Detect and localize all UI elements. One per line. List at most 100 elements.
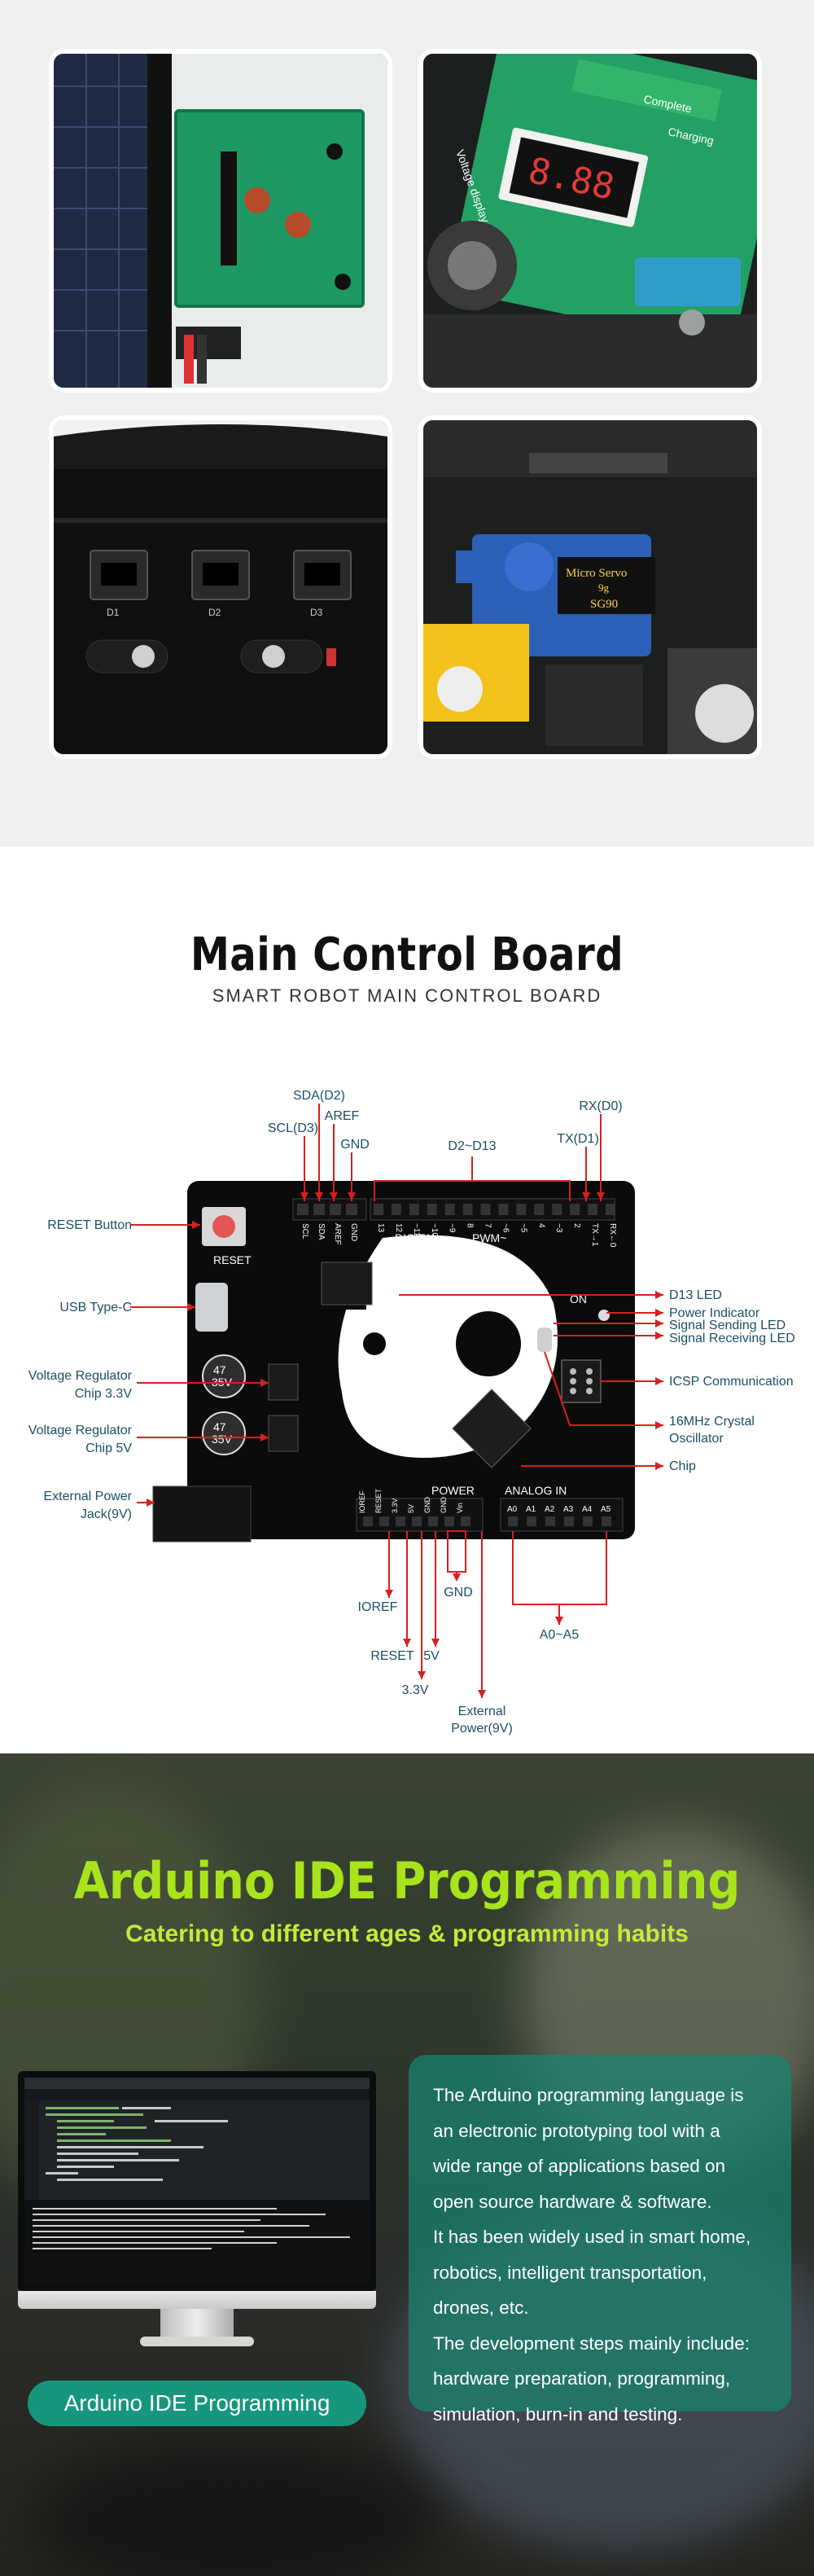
silk-pin-label: ~6: [501, 1223, 510, 1233]
silk-pin-label: SDA: [317, 1223, 326, 1240]
label-reset-button: RESET Button: [47, 1218, 132, 1232]
photo-label: D1: [107, 607, 120, 618]
label-aref: AREF: [325, 1109, 360, 1123]
label-vreg5-1: Voltage Regulator: [28, 1424, 133, 1437]
usb-port-graphic: [195, 1283, 228, 1332]
header-pin: [374, 1204, 383, 1215]
label-crystal-1: 16MHz Crystal: [669, 1415, 755, 1428]
svg-text:35V: 35V: [212, 1433, 233, 1446]
header-pin: [461, 1516, 470, 1526]
header-pin: [516, 1204, 527, 1215]
header-pin: [508, 1516, 518, 1526]
silk-pin-label: RESET: [374, 1488, 383, 1513]
ide-description-line: The Arduino programming language is: [433, 2085, 744, 2105]
label-signal-sending: Signal Sending LED: [669, 1319, 786, 1332]
label-ioref: IOREF: [358, 1600, 398, 1614]
photo-label: D2: [208, 607, 221, 618]
svg-text:-: -: [453, 1231, 457, 1244]
label-vreg33-2: Chip 3.3V: [75, 1387, 133, 1401]
header-pin: [545, 1516, 555, 1526]
background-blur: [33, 2438, 440, 2576]
silk-pin-label: A1: [526, 1505, 536, 1514]
header-pin: [606, 1204, 615, 1215]
label-sda: SDA(D2): [293, 1089, 345, 1103]
header-pin: [444, 1204, 455, 1215]
label-ext-power-bottom-2: Power(9V): [451, 1722, 513, 1736]
label-tx: TX(D1): [557, 1132, 599, 1146]
ide-description-line: drones, etc.: [433, 2297, 529, 2318]
header-pin: [534, 1204, 545, 1215]
svg-text:47: 47: [213, 1363, 226, 1376]
product-photo-grid: 8.88 Charging Complete Voltage display: [0, 0, 814, 847]
ide-screenshot: [18, 2071, 376, 2291]
photo-label: Micro Servo: [566, 567, 627, 580]
ide-description-line: open source hardware & software.: [433, 2191, 712, 2212]
label-ext-power-bottom-1: External: [458, 1705, 506, 1718]
silk-pin-label: AREF: [333, 1223, 342, 1245]
silk-pin-label: 7: [484, 1223, 492, 1228]
header-pin: [480, 1204, 491, 1215]
monitor-stand: [160, 2309, 234, 2338]
label-power-indicator: Power Indicator: [669, 1306, 760, 1320]
label-vreg33-1: Voltage Regulator: [28, 1369, 133, 1383]
silk-pwm: PWM~: [472, 1231, 506, 1244]
header-pin: [391, 1204, 401, 1215]
silk-pin-label: A0: [507, 1505, 518, 1514]
monitor-base: [140, 2337, 254, 2346]
ide-description-line: simulation, burn-in and testing.: [433, 2403, 683, 2425]
header-pin: [583, 1516, 593, 1526]
silk-analog-in: ANALOG IN: [505, 1484, 567, 1497]
silk-pin-label: 8: [466, 1223, 475, 1228]
ide-description-card: The Arduino programming language is an e…: [409, 2055, 791, 2425]
label-usb: USB Type-C: [59, 1301, 132, 1314]
header-pin: [409, 1204, 419, 1215]
reset-button-graphic: [212, 1215, 235, 1238]
ide-pill-label: Arduino IDE Programming: [28, 2381, 366, 2426]
label-5v: 5V: [423, 1649, 440, 1663]
label-signal-receiving: Signal Receiving LED: [669, 1332, 795, 1345]
photo-label: 9g: [598, 581, 610, 594]
silk-pin-label: TX→1: [590, 1223, 599, 1247]
solar-sensor-photo: [49, 49, 392, 393]
header-pin: [602, 1516, 611, 1526]
silk-pin-label: A4: [582, 1505, 593, 1514]
silk-pin-label: ~10: [430, 1223, 439, 1237]
svg-text:47: 47: [213, 1420, 226, 1433]
silk-pin-label: ~11: [412, 1223, 421, 1237]
silk-power: POWER: [431, 1484, 475, 1497]
label-gnd-top: GND: [340, 1138, 370, 1152]
label-a0-a5: A0~A5: [540, 1628, 580, 1642]
silk-pin-label: 2: [572, 1223, 581, 1228]
header-pin: [444, 1516, 454, 1526]
silk-pin-label: 3.3V: [391, 1498, 399, 1513]
silk-pin-label: A5: [601, 1505, 611, 1514]
ide-description-line: wide range of applications based on: [433, 2156, 726, 2176]
dc-jack-graphic: [152, 1485, 252, 1543]
line-sensor-photo: D1 D2 D3: [49, 415, 392, 759]
silk-pin-label: 12: [394, 1223, 403, 1233]
label-d13-led: D13 LED: [669, 1288, 722, 1302]
ide-description-line: It has been widely used in smart home,: [433, 2227, 751, 2247]
silk-pin-label: SCL: [300, 1223, 309, 1240]
header-pin: [396, 1516, 405, 1526]
svg-text:RESET: RESET: [213, 1253, 252, 1266]
silk-pin-label: GND: [440, 1497, 448, 1514]
label-icsp: ICSP Communication: [669, 1375, 794, 1389]
header-pin: [527, 1516, 536, 1526]
ide-description-line: robotics, intelligent transportation,: [433, 2262, 707, 2283]
silk-digital: DIGITAL: [395, 1231, 439, 1244]
label-crystal-2: Oscillator: [669, 1432, 724, 1446]
mcu-chip-graphic: [452, 1389, 532, 1468]
label-3v3: 3.3V: [402, 1683, 429, 1697]
silk-pin-label: Vin: [456, 1503, 464, 1513]
ide-description-line: hardware preparation, programming,: [433, 2368, 731, 2389]
ide-subtitle: Catering to different ages & programming…: [125, 1920, 689, 1947]
header-pin: [564, 1516, 574, 1526]
silk-pin-label: RX←0: [608, 1223, 617, 1248]
label-reset-pin: RESET: [370, 1649, 414, 1663]
voltage-display-photo: 8.88 Charging Complete Voltage display: [418, 49, 762, 393]
header-pin: [379, 1516, 389, 1526]
silk-pin-label: 4: [536, 1223, 545, 1228]
arduino-ide-section: Arduino IDE Programming Catering to diff…: [0, 1753, 814, 2576]
